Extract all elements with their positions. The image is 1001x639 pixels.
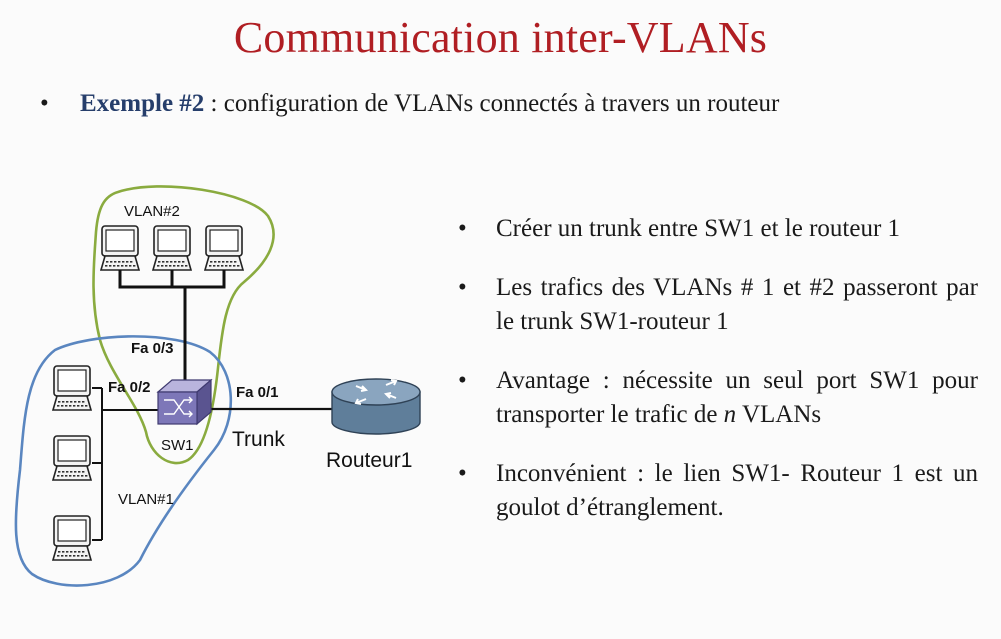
switch-label: SW1 [161, 437, 194, 454]
router-icon [331, 378, 421, 435]
vlan2-boundary [92, 185, 275, 465]
port-fa01-label: Fa 0/1 [236, 384, 279, 401]
trunk-label: Trunk [232, 428, 285, 451]
vlan1-pc-1-icon [52, 365, 92, 411]
bullet-item: • Inconvénient : le lien SW1- Routeur 1 … [458, 457, 978, 525]
vlan1-boundary [14, 335, 233, 587]
bullet-item: • Les trafics des VLANs # 1 et #2 passer… [458, 271, 978, 339]
bullet-mark: • [458, 460, 467, 487]
bullet-text-end: VLANs [736, 401, 822, 428]
intro-bullet: • [40, 90, 49, 117]
bullet-item: • Créer un trunk entre SW1 et le routeur… [458, 212, 978, 246]
port-fa03-label: Fa 0/3 [131, 340, 174, 357]
bullet-text: Créer un trunk entre SW1 et le routeur 1 [496, 215, 901, 242]
intro-text: : configuration de VLANs connectés à tra… [204, 90, 780, 117]
vlan2-cabling [118, 270, 226, 382]
router-label: Routeur1 [326, 449, 412, 472]
bullet-mark: • [458, 274, 467, 301]
vlan1-cabling [92, 387, 158, 541]
bullet-list: • Créer un trunk entre SW1 et le routeur… [458, 212, 978, 550]
vlan1-pc-3-icon [52, 515, 92, 561]
bullet-mark: • [458, 215, 467, 242]
vlan2-pc-3-icon [204, 225, 244, 271]
intro-example-label: Exemple #2 [80, 90, 205, 117]
port-fa02-label: Fa 0/2 [108, 379, 151, 396]
bullet-mark: • [458, 367, 467, 394]
bullet-text-italic: n [723, 401, 737, 428]
bullet-text: Les trafics des VLANs # 1 et #2 passeron… [496, 274, 978, 335]
intro-line: • Exemple #2 : configuration de VLANs con… [40, 90, 779, 118]
bullet-text: Inconvénient : le lien SW1- Routeur 1 es… [496, 460, 978, 521]
vlan2-label: VLAN#2 [124, 203, 180, 220]
switch-sw1-icon [156, 378, 213, 426]
vlan1-pc-2-icon [52, 435, 92, 481]
vlan2-pc-1-icon [100, 225, 140, 271]
vlan1-label: VLAN#1 [118, 491, 174, 508]
vlan2-pc-2-icon [152, 225, 192, 271]
bullet-item: • Avantage : nécessite un seul port SW1 … [458, 364, 978, 432]
bullet-text-start: Avantage : nécessite un seul port SW1 po… [496, 367, 978, 428]
slide-title: Communication inter-VLANs [233, 13, 768, 62]
